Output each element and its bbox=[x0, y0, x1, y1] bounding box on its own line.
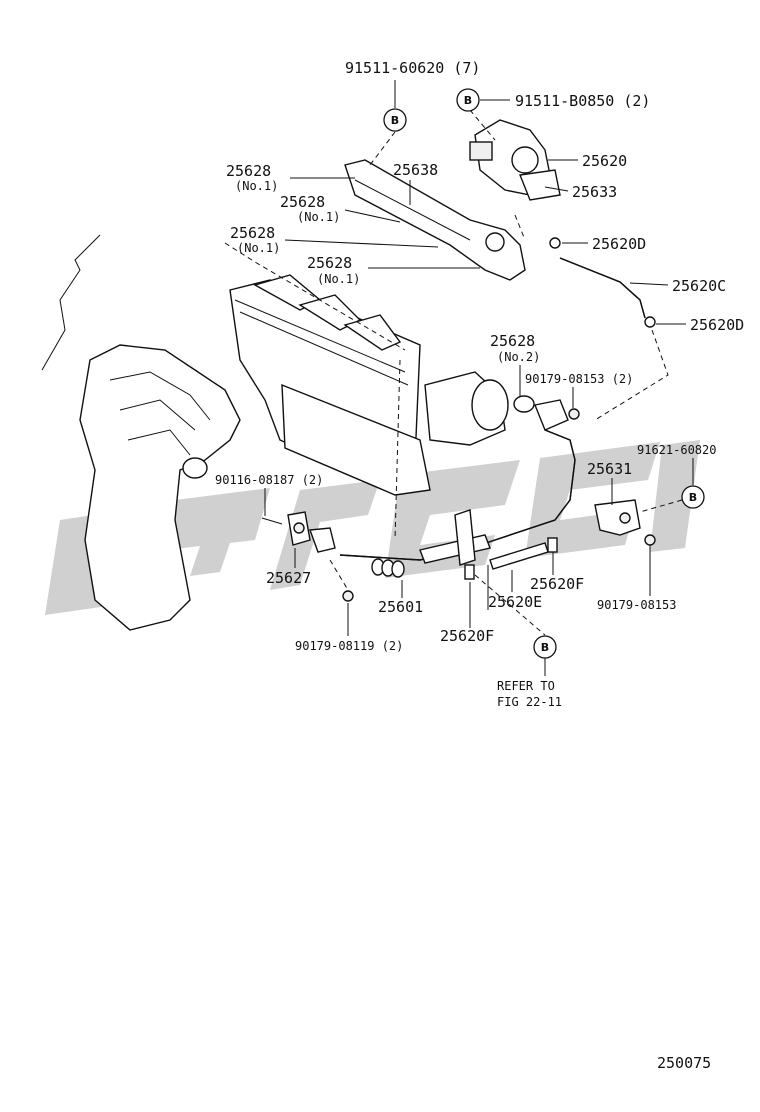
label-25628-c-sub: (No.1) bbox=[237, 241, 280, 255]
diagram-number: 250075 bbox=[657, 1054, 711, 1072]
label-25620d-top: 25620D bbox=[592, 235, 646, 253]
label-25638: 25638 bbox=[393, 161, 438, 179]
label-25628-b: 25628 bbox=[280, 193, 325, 211]
label-90116-08187: 90116-08187 (2) bbox=[215, 473, 323, 487]
clamps bbox=[549, 237, 656, 328]
svg-text:B: B bbox=[689, 491, 697, 504]
label-90179-08119: 90179-08119 (2) bbox=[295, 639, 403, 653]
label-25620: 25620 bbox=[582, 152, 627, 170]
label-25628-d: 25628 bbox=[307, 254, 352, 272]
exhaust-manifold bbox=[79, 344, 241, 631]
label-90179-08153-2: 90179-08153 (2) bbox=[525, 372, 633, 386]
egr-pipe-25638 bbox=[344, 159, 526, 281]
label-25628-no2-sub: (No.2) bbox=[497, 350, 540, 364]
bracket-25631 bbox=[594, 499, 641, 536]
label-25620d-bottom: 25620D bbox=[690, 316, 744, 334]
label-25620f-right: 25620F bbox=[530, 575, 584, 593]
label-91621-60820: 91621-60820 bbox=[637, 443, 716, 457]
gasket-25627 bbox=[261, 511, 311, 546]
refer-fig-label: FIG 22-11 bbox=[497, 695, 562, 709]
leader-lines bbox=[224, 80, 694, 676]
egr-pipe-25601 bbox=[309, 429, 576, 578]
svg-text:B: B bbox=[464, 94, 472, 107]
label-25620c: 25620C bbox=[672, 277, 726, 295]
hose-25620c bbox=[559, 257, 646, 319]
refer-to-label: REFER TO bbox=[497, 679, 555, 693]
circle-marker-b-4: B bbox=[533, 635, 557, 659]
circle-marker-b-2: B bbox=[456, 88, 480, 112]
label-25628-d-sub: (No.1) bbox=[317, 272, 360, 286]
label-91511-60620: 91511-60620 (7) bbox=[345, 59, 480, 77]
engine-intake-manifold bbox=[41, 234, 509, 496]
label-25628-a: 25628 bbox=[226, 162, 271, 180]
label-25631: 25631 bbox=[587, 460, 632, 478]
label-25628-no2: 25628 bbox=[490, 332, 535, 350]
nuts bbox=[342, 534, 656, 602]
svg-text:B: B bbox=[541, 641, 549, 654]
circle-marker-b-1: B bbox=[383, 108, 407, 132]
gasket-25628-no2 bbox=[513, 395, 580, 431]
label-25620e: 25620E bbox=[488, 593, 542, 611]
label-91511-b0850: 91511-B0850 (2) bbox=[515, 92, 650, 110]
label-25628-b-sub: (No.1) bbox=[297, 210, 340, 224]
label-25601: 25601 bbox=[378, 598, 423, 616]
label-90179-08153: 90179-08153 bbox=[597, 598, 676, 612]
label-25627: 25627 bbox=[266, 569, 311, 587]
part-labels: 91511-60620 (7) 91511-B0850 (2) 25620 25… bbox=[215, 59, 744, 1072]
label-25628-c: 25628 bbox=[230, 224, 275, 242]
circle-marker-b-3: B bbox=[681, 485, 705, 509]
label-25628-a-sub: (No.1) bbox=[235, 179, 278, 193]
svg-text:B: B bbox=[391, 114, 399, 127]
label-25633: 25633 bbox=[572, 183, 617, 201]
label-25620f-bottom: 25620F bbox=[440, 627, 494, 645]
egr-valve bbox=[469, 119, 561, 201]
